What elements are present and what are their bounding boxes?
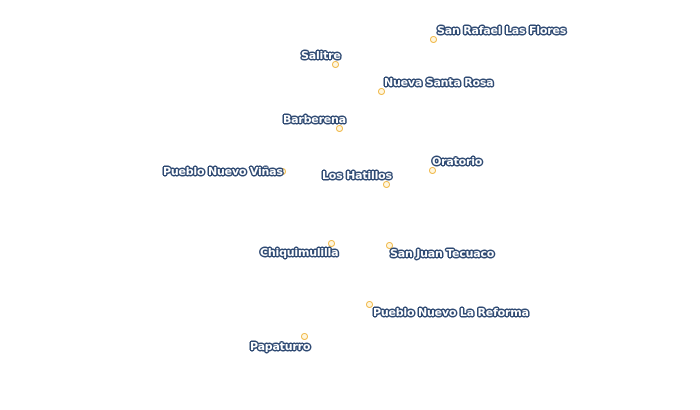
- place-label: Chiquimulilla: [260, 246, 339, 259]
- place-marker-icon[interactable]: [328, 240, 335, 247]
- place-label: Nueva Santa Rosa: [384, 76, 494, 89]
- place-marker-icon[interactable]: [336, 125, 343, 132]
- place-marker-icon[interactable]: [301, 333, 308, 340]
- place-marker-icon[interactable]: [332, 61, 339, 68]
- place-label: Pueblo Nuevo Viñas: [163, 165, 283, 178]
- place-label: Pueblo Nuevo La Reforma: [373, 306, 529, 319]
- place-marker-icon[interactable]: [366, 301, 373, 308]
- place-marker-icon[interactable]: [429, 167, 436, 174]
- place-label: San Rafael Las Flores: [437, 24, 567, 37]
- place-marker-icon[interactable]: [378, 88, 385, 95]
- place-marker-icon[interactable]: [386, 242, 393, 249]
- place-label: Los Hatillos: [322, 169, 392, 182]
- place-marker-icon[interactable]: [383, 181, 390, 188]
- place-label: Papaturro: [250, 340, 311, 353]
- place-label: Barberena: [283, 113, 346, 126]
- place-marker-icon[interactable]: [430, 36, 437, 43]
- place-marker-icon[interactable]: [279, 168, 286, 175]
- place-label: Salitre: [301, 49, 341, 62]
- place-label: Oratorio: [432, 155, 483, 168]
- place-label: San Juan Tecuaco: [390, 247, 495, 260]
